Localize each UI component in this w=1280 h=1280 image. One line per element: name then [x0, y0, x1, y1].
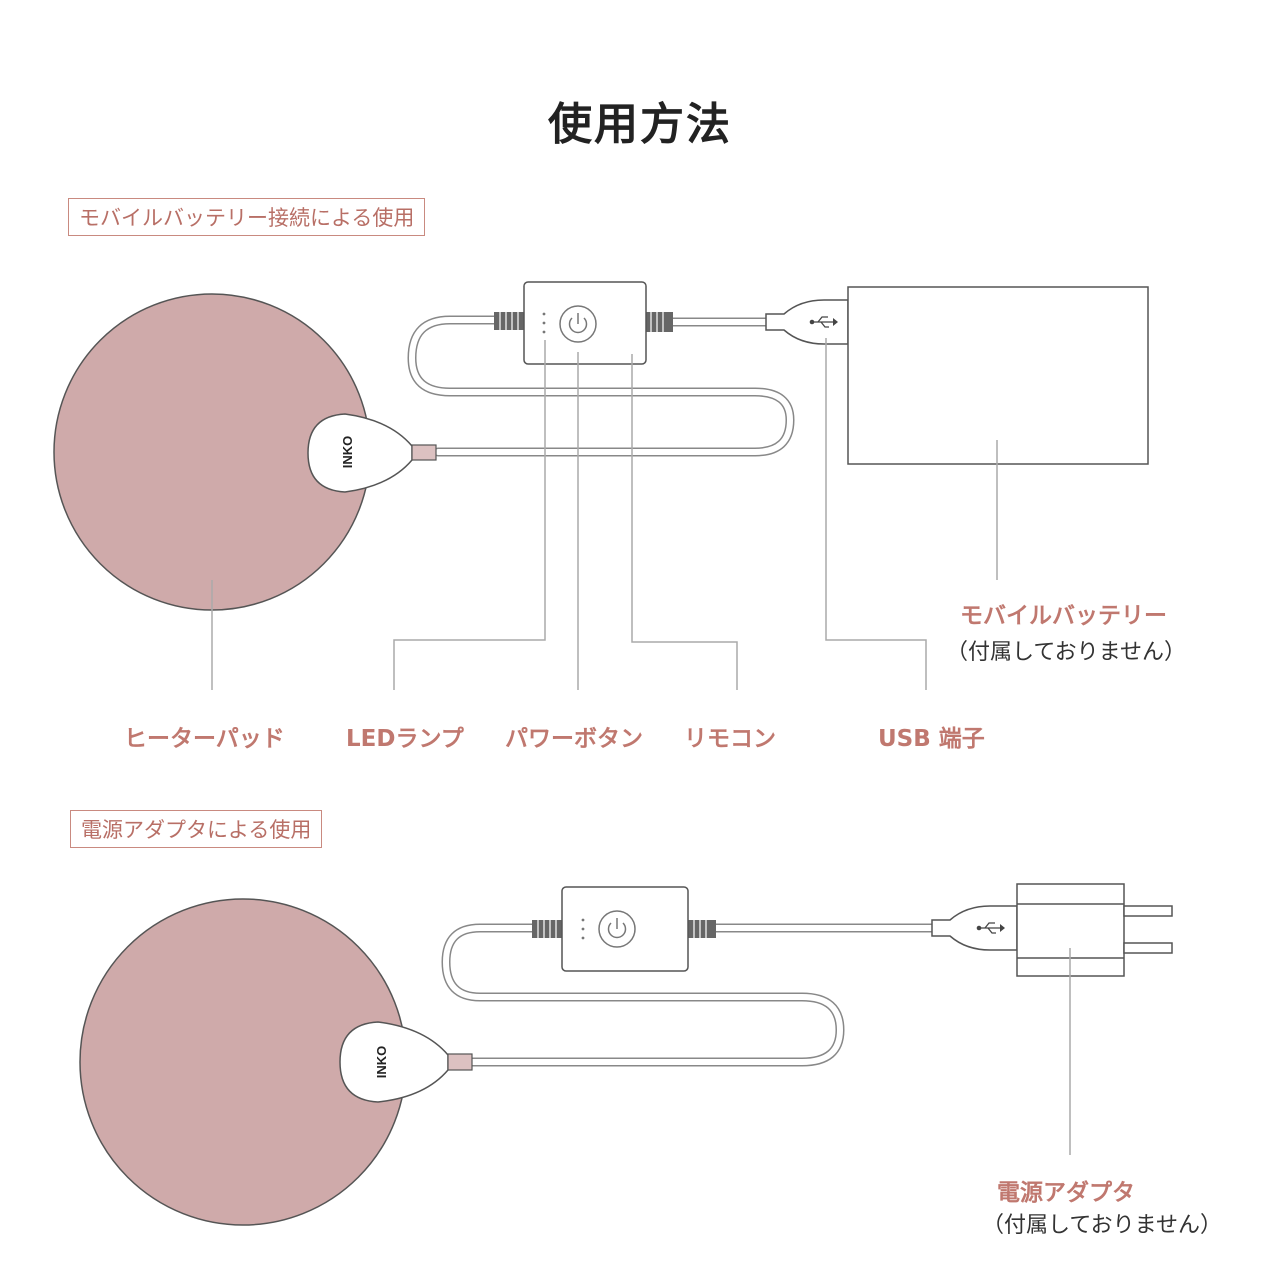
power-icon: [607, 922, 627, 939]
pad-connector-2: [339, 1021, 449, 1103]
power-adapter: [1016, 883, 1173, 977]
label-led-lamp: LEDランプ: [346, 726, 464, 752]
usb-icon: [809, 316, 838, 328]
label-usb-port: USB 端子: [878, 726, 985, 752]
mobile-battery: [847, 286, 1149, 465]
power-icon: [568, 317, 588, 334]
brand-logo-1: INKO: [340, 436, 355, 469]
section1-heading: モバイルバッテリー接続による使用: [68, 198, 426, 236]
section2-heading: 電源アダプタによる使用: [70, 810, 323, 848]
brand-logo-2: INKO: [374, 1046, 389, 1079]
label-power-button: パワーボタン: [505, 726, 643, 752]
section2-illustration: INKO: [79, 883, 1173, 1226]
label-power-adapter: 電源アダプタ: [997, 1180, 1135, 1206]
led-lamp-1: [542, 312, 546, 334]
led-lamp-2: [581, 918, 585, 940]
label-heater-pad: ヒーターパッド: [124, 726, 285, 752]
section1-illustration: INKO: [53, 281, 1149, 690]
page-title: 使用方法: [548, 99, 732, 150]
usb-icon: [976, 922, 1005, 934]
label-mobile-battery: モバイルバッテリー: [960, 603, 1167, 629]
pad-connector-1: [307, 413, 413, 493]
label-remote: リモコン: [684, 726, 776, 752]
note-adapter-not-included: （付属しておりません）: [982, 1213, 1223, 1238]
note-battery-not-included: （付属しておりません）: [946, 640, 1187, 665]
